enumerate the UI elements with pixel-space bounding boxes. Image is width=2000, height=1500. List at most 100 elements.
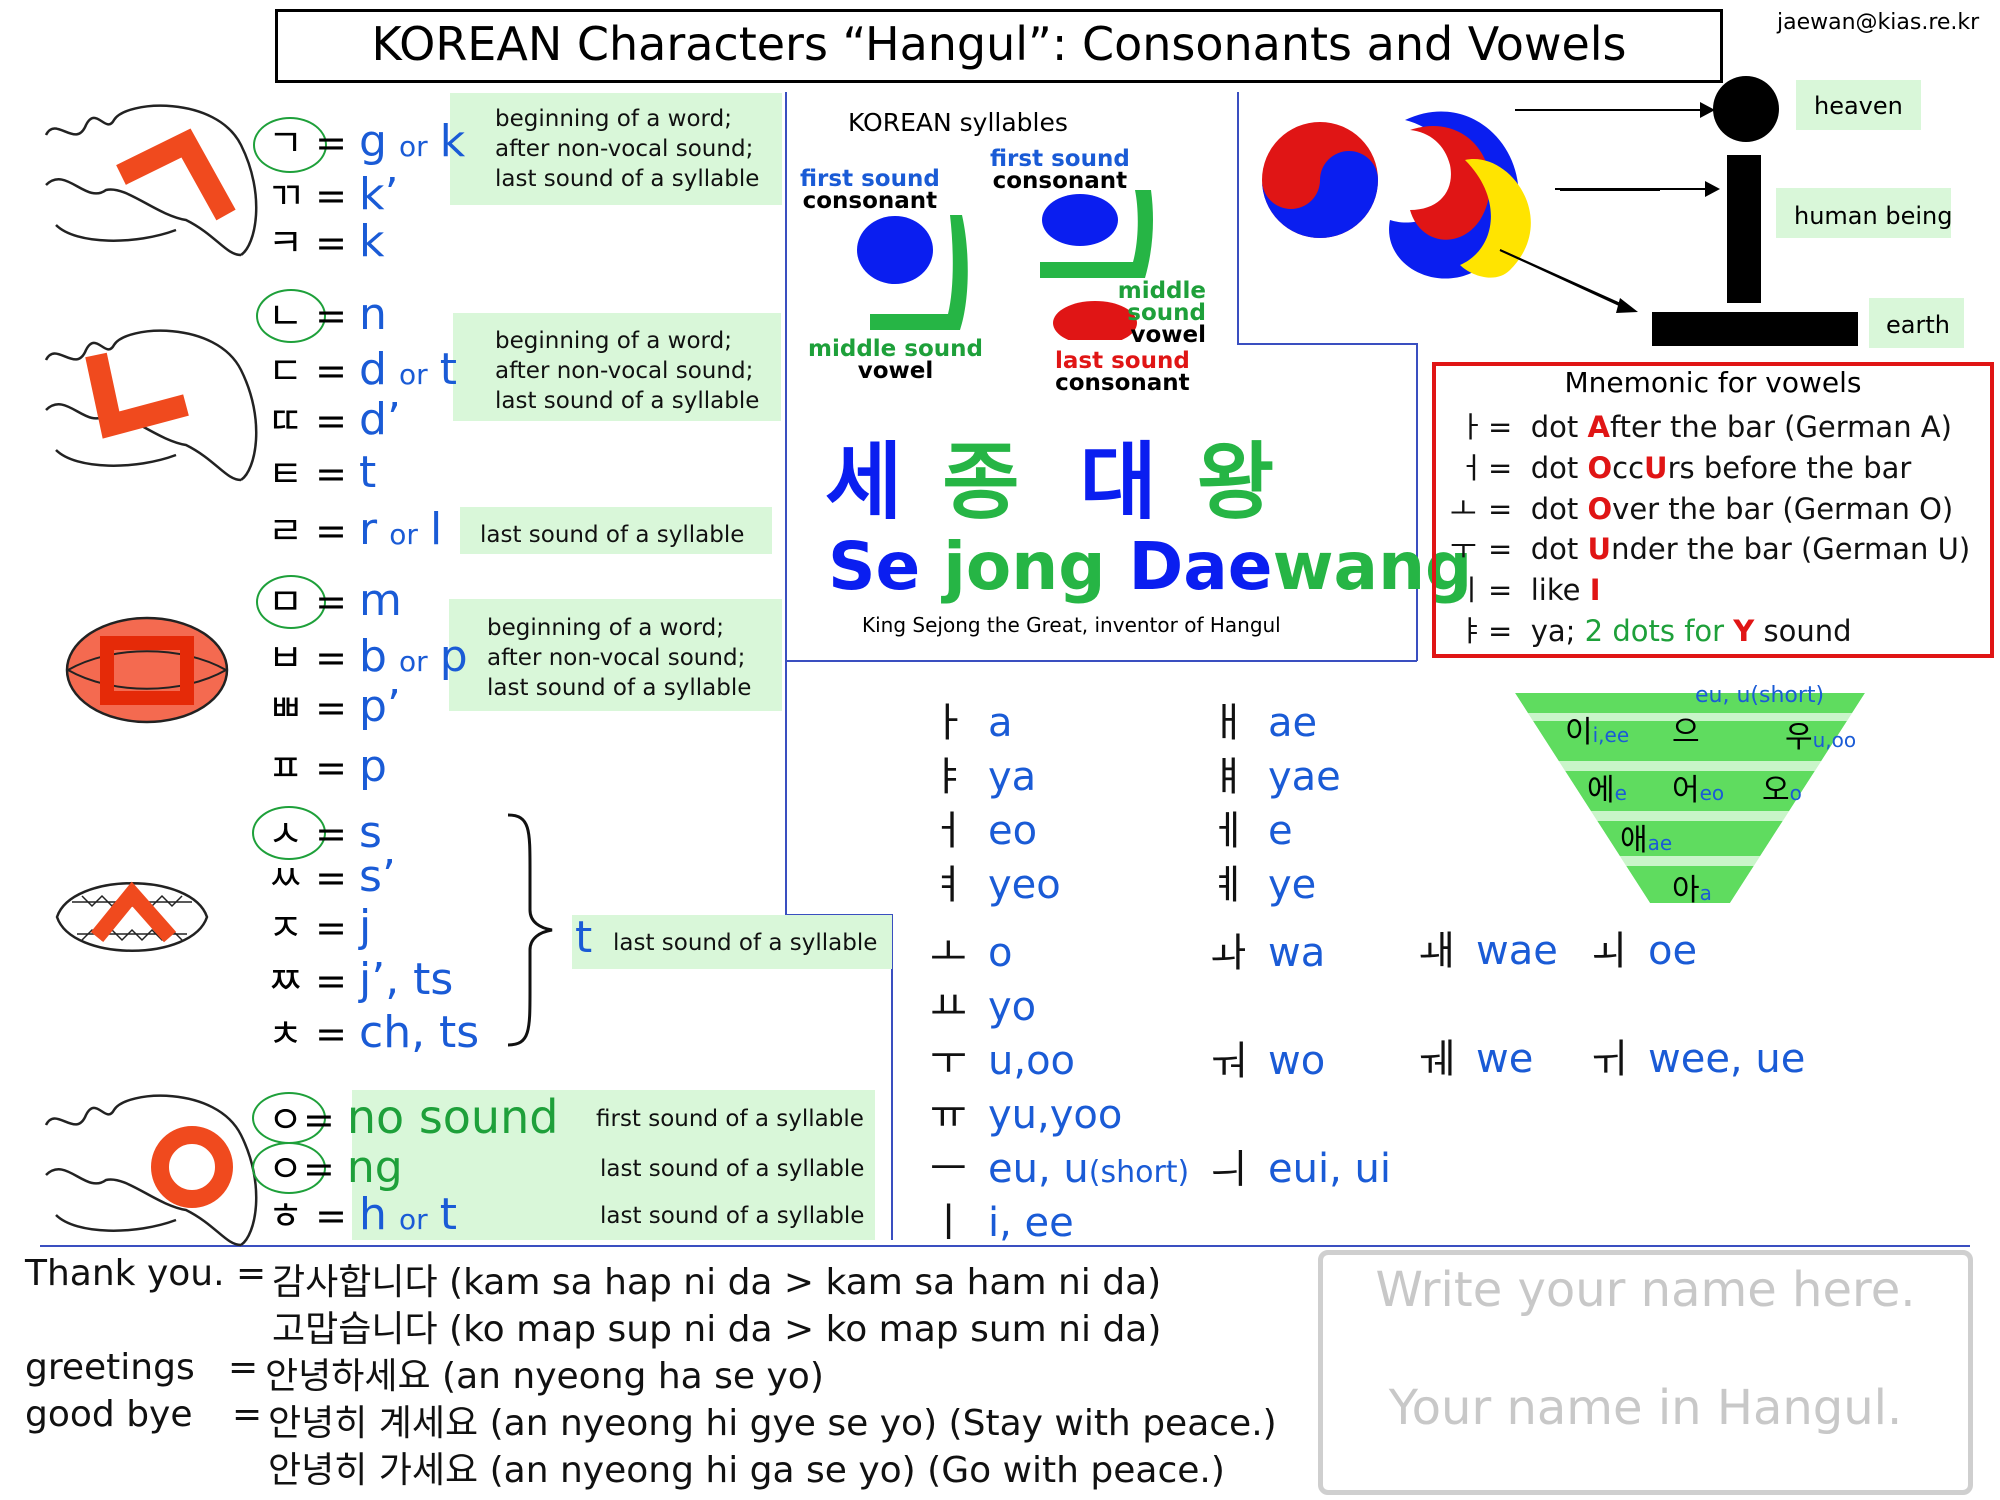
- goodbye-phrase-2: 안녕히 가세요 (an nyeong hi ga se yo) (Go with…: [268, 1450, 1225, 1491]
- thanks-phrase-2: 고맙습니다 (ko map sup ni da > ko map sum ni …: [272, 1309, 1162, 1350]
- vowel-chart-eu: 으: [1672, 715, 1700, 750]
- mouth-diagram-n-icon: [44, 329, 258, 482]
- heaven-dot: [1713, 76, 1779, 142]
- greetings-phrase: 안녕하세요 (an nyeong ha se yo): [265, 1356, 824, 1397]
- thanks-phrase-1: 감사합니다 (kam sa hap ni da > kam sa ham ni …: [272, 1262, 1162, 1303]
- note-box: [572, 915, 892, 969]
- mouth-diagram-ng-icon: [44, 1094, 258, 1247]
- vowel-chart-ae: 애ae: [1620, 823, 1673, 858]
- mouth-diagram-g-icon: [44, 104, 258, 257]
- mnemonic-row-u: ㅜ= dot Under the bar (German U): [1450, 532, 1971, 566]
- consonant-r-row: ㄹ = r or l: [268, 504, 443, 555]
- goodbye-label: good bye: [25, 1394, 193, 1435]
- consonant-ieung-last-row: ㅇ= ng: [268, 1142, 403, 1193]
- highlight-circle: [256, 289, 326, 343]
- note-r: last sound of a syllable: [480, 522, 745, 548]
- syllable-shapes-right-icon: [1040, 190, 1153, 340]
- note-h-last: last sound of a syllable: [600, 1203, 865, 1229]
- note-box: [460, 507, 772, 554]
- page-title: KOREAN Characters “Hangul”: Consonants a…: [371, 17, 1627, 71]
- goodbye-phrase-1: 안녕히 계세요 (an nyeong hi gye se yo) (Stay w…: [268, 1403, 1277, 1444]
- consonant-h-row: ㅎ = h or t: [268, 1189, 457, 1240]
- consonant-ss-row: ㅆ = s’: [268, 851, 396, 902]
- divider: [1237, 92, 1239, 344]
- divider: [785, 92, 787, 915]
- name-box-line2: Your name in Hangul.: [1388, 1380, 1903, 1436]
- highlight-circle: [256, 575, 326, 629]
- note-s-group: last sound of a syllable: [613, 930, 878, 956]
- consonant-g-row: ㄱ = g or k: [268, 116, 466, 167]
- thanks-label: Thank you. =: [25, 1253, 267, 1294]
- mnemonic-box: [1432, 362, 1994, 658]
- title-box: [275, 9, 1723, 83]
- consonant-ieung-first-row: ㅇ= no sound: [268, 1090, 559, 1144]
- consonant-kh-row: ㅋ = k: [268, 216, 385, 267]
- highlight-circle: [252, 806, 326, 860]
- note-box: [449, 599, 782, 711]
- mouth-diagram-m-icon: [65, 616, 229, 724]
- note-ieung-first: first sound of a syllable: [596, 1106, 864, 1132]
- mouth-diagram-s-icon: [55, 881, 209, 952]
- consonant-t-row: ㅌ = t: [268, 447, 377, 498]
- vowel-chart-i: 이i,ee: [1565, 715, 1630, 750]
- arrows-icon: [1500, 102, 1720, 313]
- heaven-label-box: [1796, 80, 1921, 130]
- highlight-circle: [252, 1142, 326, 1194]
- earth-label-box: [1869, 298, 1964, 348]
- note-t-letter: t: [575, 912, 593, 963]
- syllable-shapes-left-icon: [857, 215, 968, 330]
- email: jaewan@kias.re.kr: [1777, 10, 1980, 35]
- mnemonic-row-i: ㅣ= like I: [1458, 573, 1601, 607]
- note-ieung-last: last sound of a syllable: [600, 1156, 865, 1182]
- vowel-chart-o: 오o: [1762, 773, 1802, 808]
- divider: [785, 914, 891, 916]
- vowel-chart-e: 에e: [1587, 773, 1627, 808]
- consonant-d-row: ㄷ = d or t: [268, 344, 458, 395]
- vowel-chart-top-label: eu, u(short): [1695, 683, 1825, 708]
- earth-label: earth: [1886, 311, 1950, 339]
- note-d: beginning of a word;after non-vocal soun…: [495, 328, 760, 414]
- human-label-box: [1776, 188, 1951, 238]
- note-box: [352, 1090, 875, 1240]
- taegeuk-and-jamo-origin-icon: [1262, 109, 1660, 311]
- vowel-chart-a: 아a: [1672, 873, 1712, 908]
- consonant-b-row: ㅂ = b or p: [268, 631, 468, 682]
- mnemonic-row-ya: ㅑ= ya; 2 dots for Y sound: [1458, 614, 1852, 648]
- highlight-circle: [253, 117, 327, 173]
- consonant-kk-row: ㄲ = k’: [268, 169, 399, 220]
- vowel-trapezoid-chart: [1515, 693, 1865, 903]
- consonant-s-row: ㅅ = s: [268, 807, 382, 858]
- consonant-dd-row: ㄸ = d’: [268, 394, 401, 445]
- divider: [40, 1245, 1970, 1247]
- divider: [785, 660, 1417, 662]
- syllables-heading: KOREAN syllables: [848, 108, 1068, 137]
- greetings-label: greetings: [25, 1347, 195, 1388]
- sejong-roman: Se jong Daewang: [828, 528, 1473, 605]
- divider: [1416, 343, 1418, 661]
- mnemonic-row-o: ㅗ= dot Over the bar (German O): [1450, 492, 1954, 526]
- consonant-m-row: ㅁ = m: [268, 575, 402, 626]
- mnemonic-row-a: ㅏ= dot After the bar (German A): [1458, 410, 1952, 444]
- divider: [891, 914, 893, 1240]
- vowel-chart-eo: 어eo: [1672, 773, 1725, 808]
- name-box[interactable]: [1318, 1250, 1973, 1495]
